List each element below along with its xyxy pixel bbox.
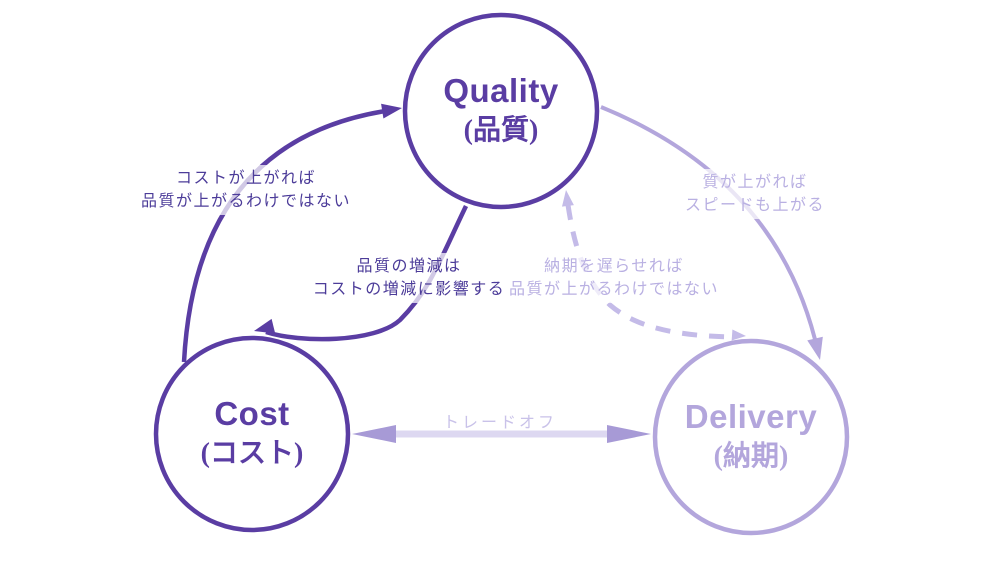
tradeoff-arrowhead-left — [352, 425, 396, 443]
delivery-circle — [652, 338, 850, 536]
cost-circle — [153, 335, 351, 533]
arrowhead-delivery-to-quality — [561, 190, 574, 207]
edge-label-line: コストが上がれば — [175, 170, 317, 187]
edge-label-line: スピードも上がる — [684, 197, 826, 214]
edge-label-line: 納期を遅らせれば — [544, 258, 684, 275]
arrow-quality-to-delivery — [600, 105, 820, 353]
arrow-delivery-to-quality-dashed — [565, 204, 734, 340]
edge-label-line: トレードオフ — [442, 414, 558, 432]
edge-label-line: 質が上がれば — [702, 174, 808, 191]
edge-label-quality-to-delivery: 質が上がれば スピードも上がる — [678, 169, 832, 219]
arrowhead-dashed-delivery-end — [731, 329, 746, 341]
edge-label-tradeoff: トレードオフ — [437, 410, 563, 437]
tradeoff-arrowhead-right — [607, 425, 651, 443]
arrowhead-quality-to-delivery — [807, 336, 823, 360]
edge-label-line: 品質が上がるわけではない — [508, 281, 720, 298]
edge-label-cost-to-quality: コストが上がれば 品質が上がるわけではない — [134, 165, 358, 215]
edge-label-line: コストの増減に影響する — [312, 281, 506, 298]
edge-label-line: 品質が上がるわけではない — [140, 193, 352, 210]
edge-label-delivery-to-quality: 納期を遅らせれば 品質が上がるわけではない — [502, 253, 726, 303]
arrowhead-cost-to-quality — [381, 103, 402, 119]
edge-label-line: 品質の増減は — [356, 258, 462, 275]
edge-label-quality-to-cost: 品質の増減は コストの増減に影響する — [306, 253, 512, 303]
arrowhead-quality-to-cost — [254, 318, 276, 334]
arrow-quality-to-cost — [265, 205, 469, 342]
quality-circle — [402, 12, 600, 210]
arrow-cost-to-quality — [181, 107, 393, 363]
